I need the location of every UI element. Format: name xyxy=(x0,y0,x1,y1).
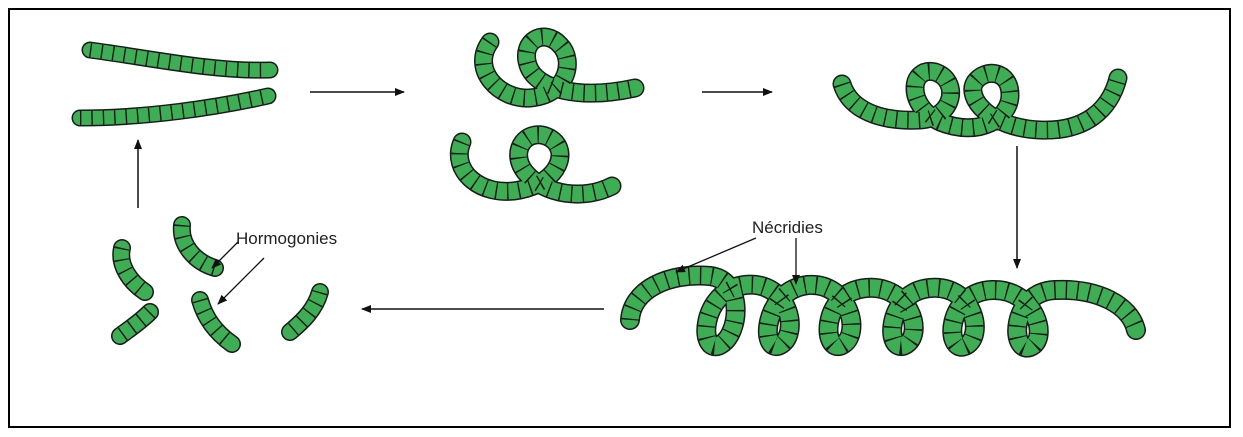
hormogonies-pointer-1 xyxy=(212,242,238,268)
hormogonium-3 xyxy=(200,300,232,344)
necridies-label: Nécridies xyxy=(752,218,823,238)
necridies-pointer-1 xyxy=(676,238,756,272)
hormogonies-pointer-2 xyxy=(218,258,264,304)
hormogonium-5 xyxy=(290,292,320,332)
hormogonium-1 xyxy=(182,225,215,268)
hormogonies-label: Hormogonies xyxy=(236,229,337,249)
stage3-filament xyxy=(842,71,1118,130)
